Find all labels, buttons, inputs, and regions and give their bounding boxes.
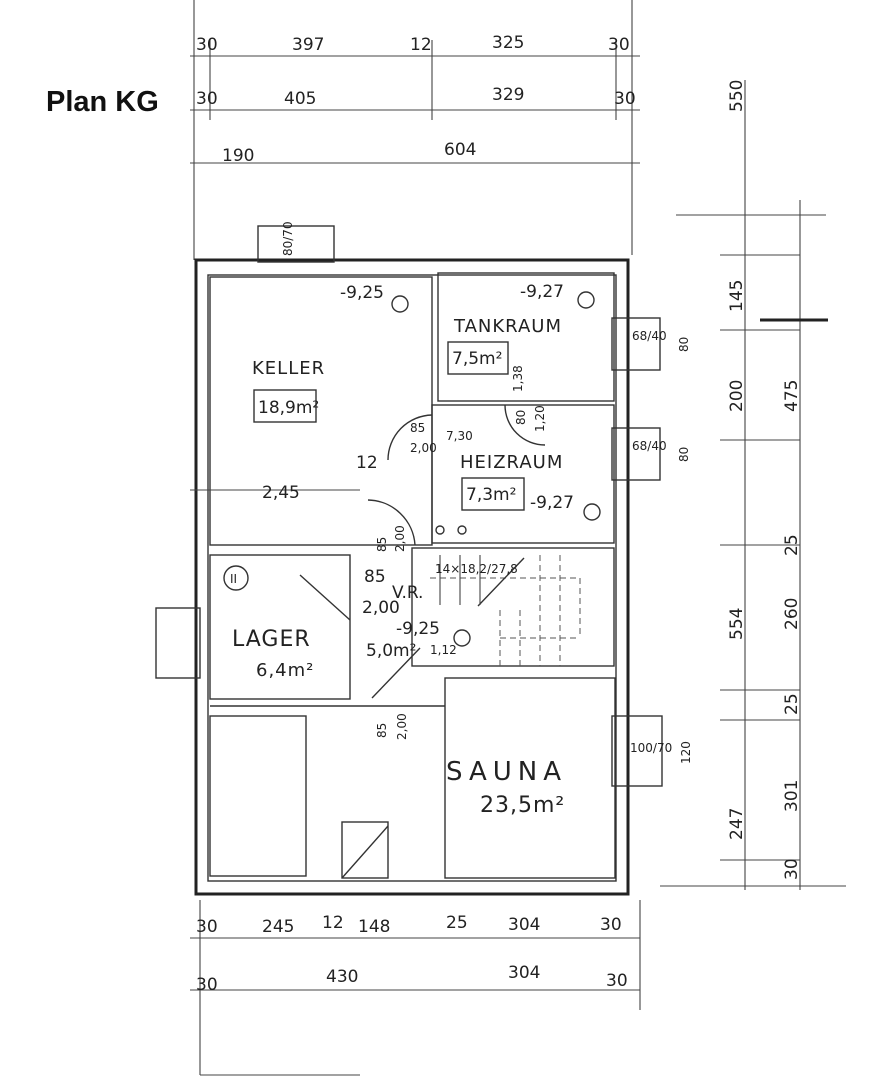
dim: 85 [375,537,389,552]
dim: 1,20 [533,405,547,432]
plan-title: Plan KG [46,86,159,118]
bottom-dimensions: 30 245 12 148 25 304 30 30 430 304 30 [190,913,640,995]
dim: 148 [358,917,390,937]
stairs: 14×18,2/27,8 [430,555,581,666]
right-dimensions: 550 145 200 475 25 554 260 25 301 247 30 [720,80,802,880]
window-label: 68/40 [632,439,667,453]
window-dim: 120 [679,741,693,764]
room-area-sauna: 23,5m² [480,793,565,818]
level-marker-icon [583,503,601,521]
level-markers: -9,25 -9,27 -9,27 -9,25 [340,282,601,647]
dim: 190 [222,146,254,166]
level: -9,25 [340,283,384,303]
level: -9,27 [520,282,564,302]
dim: 12 [322,913,344,933]
dim: 397 [292,35,324,55]
dim: 25 [782,534,802,556]
dim: 7,30 [446,429,473,443]
walls [194,258,630,896]
room-name-lager: LAGER [232,627,311,652]
dim: 30 [196,975,218,995]
level-marker-icon [391,295,409,313]
room-name-sauna: SAUNA [446,757,567,787]
dim: 554 [727,608,747,640]
top-dimensions: 30 397 12 325 30 30 405 329 30 190 604 [190,33,640,166]
dim: 145 [727,280,747,312]
dim: 304 [508,963,540,983]
room-area-heizraum: 7,3m² [466,485,516,505]
dim: 550 [727,80,747,112]
dim: 25 [782,693,802,715]
dim: 85 [410,421,425,435]
extension-lines [193,0,846,1076]
window-label: 80/70 [281,221,295,256]
level-marker-icon [577,291,595,309]
dim: 329 [492,85,524,105]
room-area-lager: 6,4m² [256,660,314,681]
room-name-vr: V.R. [392,583,423,603]
level: -9,27 [530,493,574,513]
dim: 2,00 [410,441,437,455]
dim: 430 [326,967,358,987]
dim: 80 [514,410,528,425]
dim: 405 [284,89,316,109]
dim: 30 [608,35,630,55]
dim: 30 [196,89,218,109]
dim: 1,38 [511,365,525,392]
dim: 325 [492,33,524,53]
room-name-heizraum: HEIZRAUM [460,452,563,473]
dim: 12 [410,35,432,55]
dim: 30 [196,917,218,937]
dim: 301 [782,780,802,812]
room-labels: KELLER 18,9m² TANKRAUM 7,5m² HEIZRAUM 7,… [223,316,567,818]
dim: 30 [606,971,628,991]
room-area-keller: 18,9m² [258,398,319,418]
window-dim: 80 [677,447,691,462]
room-area-tankraum: 7,5m² [452,349,502,369]
dim: 30 [782,858,802,880]
window-label: 100/70 [630,741,672,755]
room-name-tankraum: TANKRAUM [453,316,562,337]
dim: 2,00 [395,713,409,740]
dim: 604 [444,140,476,160]
inner-dimensions: 2,45 12 85 2,00 7,30 80 1,20 1,38 85 2,0… [190,365,547,740]
dim: 12 [356,453,378,473]
window-label: 68/40 [632,329,667,343]
doors [299,404,546,699]
lager-mark: II [230,572,237,586]
dim: 247 [727,808,747,840]
level-marker-icon [453,629,471,647]
room-area-vr: 5,0m² [366,641,416,661]
dim: 260 [782,598,802,630]
dim: 1,12 [430,643,457,657]
dim: 30 [600,915,622,935]
dim: 25 [446,913,468,933]
level: -9,25 [396,619,440,639]
windows: 80/70 68/40 68/40 100/70 80 80 120 [155,221,693,787]
dim: 85 [375,723,389,738]
dim: 245 [262,917,294,937]
dim: 30 [614,89,636,109]
dim: 30 [196,35,218,55]
dim: 85 [364,567,386,587]
dim: 304 [508,915,540,935]
dim: 200 [727,380,747,412]
stair-spec: 14×18,2/27,8 [435,562,518,576]
dim: 475 [782,380,802,412]
room-name-keller: KELLER [252,358,325,379]
dim: 2,45 [262,483,300,503]
window-dim: 80 [677,337,691,352]
dim: 2,00 [393,525,407,552]
dim: 2,00 [362,598,400,618]
